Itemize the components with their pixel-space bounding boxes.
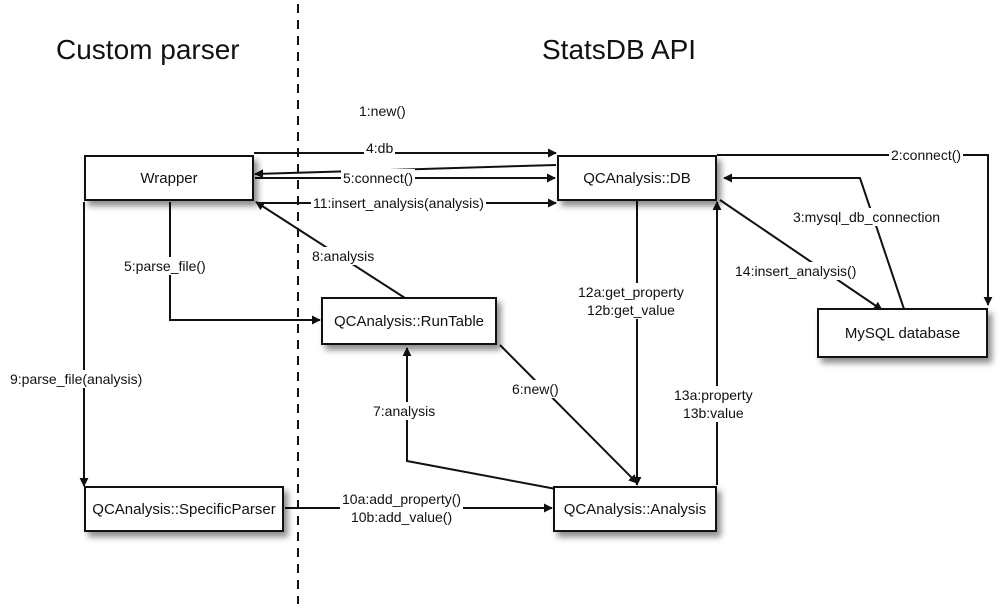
arrow-parse-file <box>169 202 321 325</box>
label-add-property-value: 10a:add_property() 10b:add_value() <box>340 490 464 526</box>
label-db: 4:db <box>364 139 396 157</box>
label-connect: 5:connect() <box>341 169 416 187</box>
label-mysql-db-connection: 3:mysql_db_connection <box>791 208 943 226</box>
qcanalysis-analysis-box: QCAnalysis::Analysis <box>553 486 717 532</box>
label-new: 1:new() <box>357 102 408 120</box>
arrow-analysis-runtable <box>402 347 557 490</box>
mysql-database-box: MySQL database <box>817 308 988 358</box>
label-get-property: 12a:get_property <box>578 284 684 300</box>
custom-parser-header: Custom parser <box>56 34 240 65</box>
label-insert-analysis: 11:insert_analysis(analysis) <box>311 194 486 212</box>
label-property-value: 13a:property 13b:value <box>672 386 755 422</box>
qcanalysis-db-box: QCAnalysis::DB <box>557 155 717 201</box>
qcanalysis-specificparser-box: QCAnalysis::SpecificParser <box>84 486 284 532</box>
label-analysis-runtable: 7:analysis <box>371 402 438 420</box>
label-add-value: 10b:add_value() <box>350 509 453 525</box>
arrow-connect-mysql <box>717 154 993 306</box>
label-get-property-value: 12a:get_property 12b:get_value <box>576 283 686 319</box>
label-insert-analysis-mysql: 14:insert_analysis() <box>733 262 859 280</box>
label-add-property: 10a:add_property() <box>342 491 462 507</box>
label-value: 13b:value <box>682 405 744 421</box>
arrow-new-analysis <box>499 344 638 484</box>
wrapper-box: Wrapper <box>84 155 254 201</box>
qcanalysis-runtable-box: QCAnalysis::RunTable <box>321 297 497 345</box>
label-get-value: 12b:get_value <box>586 302 675 318</box>
label-property: 13a:property <box>674 387 753 403</box>
label-parse-file: 5:parse_file() <box>122 257 208 275</box>
label-parse-file-analysis: 9:parse_file(analysis) <box>8 370 145 388</box>
arrow-insert-mysql <box>719 199 883 311</box>
label-mysql-connect: 2:connect() <box>889 146 964 164</box>
label-new-analysis: 6:new() <box>510 380 561 398</box>
arrow-mysql-connection <box>723 173 906 313</box>
statsdb-api-header: StatsDB API <box>542 34 697 65</box>
label-analysis-wrapper: 8:analysis <box>310 247 377 265</box>
